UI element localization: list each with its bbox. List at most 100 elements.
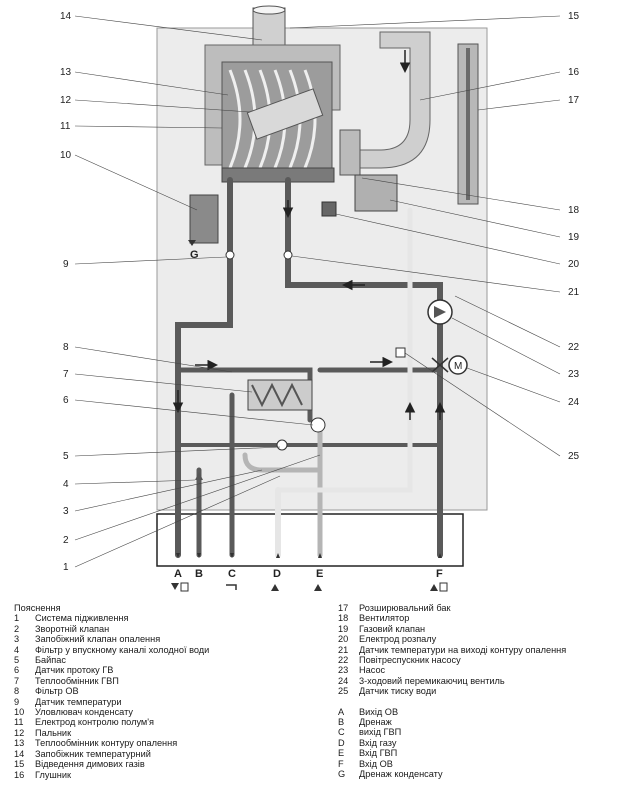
port-f-radiator-icon: [439, 582, 448, 592]
fan: [339, 129, 361, 176]
pressure-sensor: [395, 347, 406, 358]
legend-text: Розширювальний бак: [359, 603, 451, 613]
callout-22: 22: [568, 342, 580, 353]
flue-outlet: [252, 7, 286, 49]
callout-15: 15: [568, 11, 580, 22]
legend-text: Дренаж конденсату: [359, 769, 443, 780]
legend-key: 14: [14, 748, 25, 759]
three-way-valve: [431, 357, 449, 373]
port-a-arrow-icon: [171, 583, 179, 590]
callout-21: 21: [568, 287, 580, 298]
boiler-diagram: M: [60, 5, 580, 592]
callout-20: 20: [568, 259, 580, 270]
legend-item: 9 Датчик температури: [14, 697, 209, 707]
legend-text: Вихід ОВ: [359, 706, 399, 717]
legend-key: 19: [338, 623, 349, 634]
callouts-left: 14 13 12 11 10 9 8 7 6 5 4 3 2 1: [60, 11, 72, 573]
legend-key: 7: [14, 675, 20, 686]
legend-text: Фільтр ОВ: [35, 686, 79, 697]
legend-text: Датчик тиску води: [359, 686, 437, 697]
port-C: C: [228, 568, 236, 580]
callout-2: 2: [63, 535, 69, 546]
legend-title: Пояснення: [14, 603, 61, 613]
heating-pipes: [175, 177, 443, 558]
port-e-tap-icon: [314, 584, 322, 591]
callout-23: 23: [568, 369, 580, 380]
legend-key: 6: [14, 665, 20, 676]
gas-valve: [354, 174, 398, 212]
legend-text: Електрод контролю полум'я: [35, 717, 154, 728]
legend-text: 3-ходовий перемикаючиц вентиль: [359, 675, 505, 686]
legend-key: 1: [14, 613, 20, 624]
legend-key: 21: [338, 644, 349, 655]
legend-key: 22: [338, 655, 349, 666]
legend-key: 17: [338, 603, 349, 613]
callout-3: 3: [63, 506, 69, 517]
legend-item: 17 Розширювальний бак: [338, 603, 566, 613]
dhw-exchanger-coil: [251, 382, 303, 408]
legend-item: 11 Електрод контролю полум'я: [14, 717, 209, 727]
callout-25: 25: [568, 451, 580, 462]
legend-text: Датчик протоку ГВ: [35, 665, 114, 676]
callout-16: 16: [568, 67, 580, 78]
port-A: A: [174, 568, 182, 580]
legend-key: 9: [14, 696, 20, 707]
callout-7: 7: [63, 369, 69, 380]
connection-panel: [156, 513, 464, 567]
legend-key: 11: [14, 717, 24, 728]
legend-item: 6 Датчик протоку ГВ: [14, 665, 209, 675]
callout-1: 1: [63, 562, 69, 573]
leader-lines: [74, 15, 561, 568]
legend-item: 25 Датчик тиску води: [338, 686, 566, 696]
motor-symbol: M: [454, 361, 462, 372]
legend-key: 18: [338, 613, 349, 624]
callout-9: 9: [63, 259, 69, 270]
port-symbols: [171, 240, 448, 592]
temperature-sensor-right: [283, 250, 293, 260]
three-way-valve-motor: [448, 355, 468, 375]
port-F: F: [436, 568, 443, 580]
legend-key: 4: [14, 644, 20, 655]
legend-key: 15: [14, 759, 25, 770]
burner: [246, 88, 324, 140]
condensate-trap: [189, 194, 219, 244]
legend-text: Електрод розпалу: [359, 634, 437, 645]
callout-12: 12: [60, 95, 72, 106]
legend-key: 13: [14, 738, 25, 749]
dhw-heat-exchanger: [247, 379, 313, 411]
condensate-pan: [221, 167, 335, 183]
legend-text: Запобіжний клапан опалення: [35, 634, 161, 645]
callouts-right: 15 16 17 18 19 20 21 22 23 24 25: [568, 11, 580, 462]
legend-item: 19 Газовий клапан: [338, 624, 566, 634]
legend-key: 2: [14, 623, 20, 634]
port-f-arrow-icon: [430, 584, 438, 591]
legend-text: Датчик температури: [35, 696, 122, 707]
port-a-radiator-icon: [180, 582, 189, 592]
legend-key: 10: [14, 707, 25, 718]
callout-8: 8: [63, 342, 69, 353]
legend-text: Насос: [359, 665, 386, 676]
port-d-gas-icon: [271, 584, 279, 591]
callout-4: 4: [63, 479, 69, 490]
ports: A B C D E F G: [174, 249, 443, 580]
legend-key: 5: [14, 655, 20, 666]
legend-key: 24: [338, 675, 349, 686]
legend-text: Вхід газу: [359, 737, 397, 748]
legend-text: Газовий клапан: [359, 623, 426, 634]
